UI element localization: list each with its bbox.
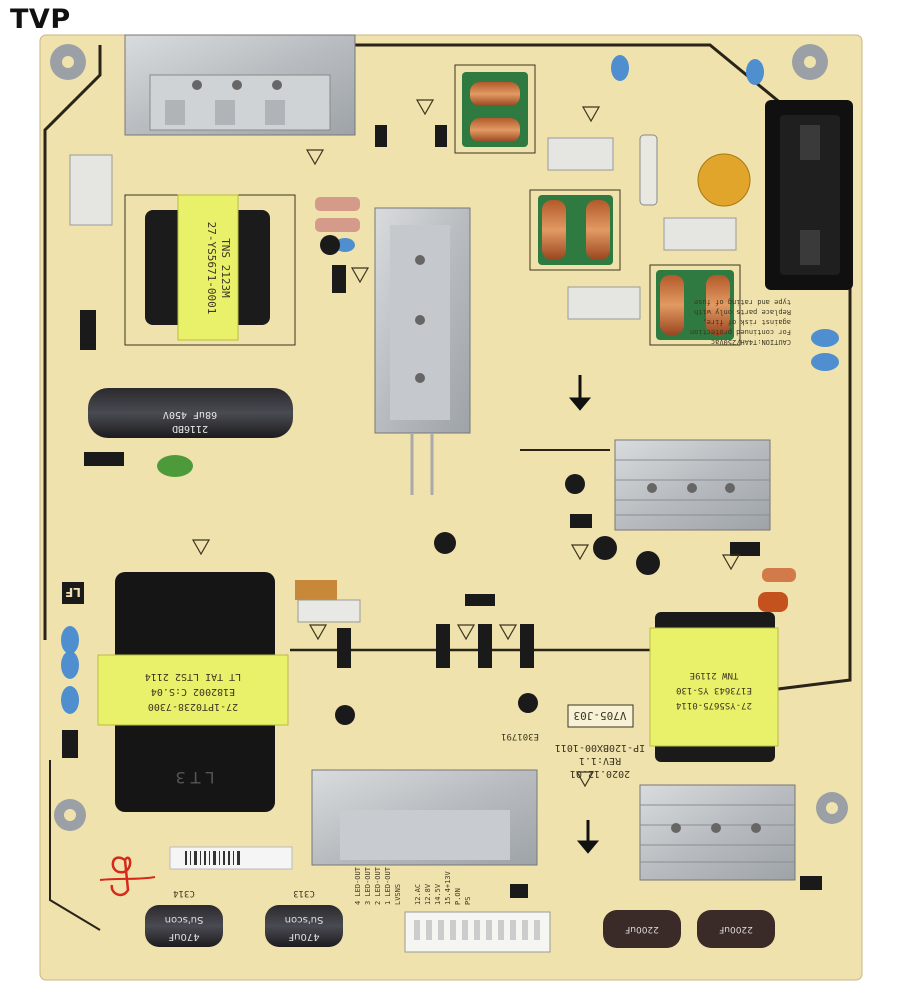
common-mode-choke <box>649 264 741 346</box>
svg-text:Su'scon: Su'scon <box>165 914 204 925</box>
transformer-main: 27-YS5671-0001 TNS 2123M <box>124 194 296 346</box>
output-connector-pins <box>414 920 540 940</box>
svg-text:against risk of fire,: against risk of fire, <box>702 318 791 326</box>
ac-input-connector <box>765 100 853 290</box>
lf-label-box <box>62 582 84 604</box>
y-capacitor <box>61 55 839 714</box>
x-capacitor <box>547 137 614 171</box>
transformer-main-label: 27-YS5671-0001 <box>205 222 218 315</box>
small-components <box>62 125 822 898</box>
svg-text:E173643 YS-130: E173643 YS-130 <box>676 685 752 695</box>
trace <box>43 45 102 640</box>
common-mode-choke <box>529 189 621 271</box>
svg-text:470uF: 470uF <box>288 931 319 942</box>
x-capacitor <box>69 154 113 226</box>
transformer-right: 27-YS5675-0114 E173643 YS-130 TNW 2119E <box>649 612 779 762</box>
svg-text:1 LED-OUT: 1 LED-OUT <box>384 866 392 905</box>
svg-text:TNW 2119E: TNW 2119E <box>690 670 739 680</box>
model-box <box>567 704 634 728</box>
x-capacitor <box>663 217 737 251</box>
svg-text:470uF: 470uF <box>168 931 199 942</box>
heatsink-center <box>374 207 471 495</box>
svg-text:LVSNS: LVSNS <box>394 884 402 905</box>
svg-text:2116BD: 2116BD <box>172 423 208 434</box>
varistor <box>697 153 751 207</box>
heatsink-bottom-center <box>311 769 538 866</box>
capacitor-c314: Su'scon 470uF <box>145 905 223 947</box>
heatsink-right <box>614 439 771 531</box>
warning-symbol <box>191 99 741 788</box>
transformer-lf-mark: L T 3 <box>175 768 214 787</box>
fuse <box>639 134 658 206</box>
svg-text:type and rating of fuse: type and rating of fuse <box>694 298 791 306</box>
model-box-label: V705-J03 <box>574 709 627 722</box>
svg-text:3 LED-OUT: 3 LED-OUT <box>364 866 372 905</box>
board-part-info: 2020.12.01 REV:1.1 IP-120BX00-1011 <box>555 742 645 779</box>
svg-text:LT TAI LTS2 2114: LT TAI LTS2 2114 <box>145 671 241 682</box>
x-capacitor <box>567 286 641 320</box>
svg-text:PS: PS <box>464 897 472 905</box>
svg-text:IP-120BX00-1011: IP-120BX00-1011 <box>555 742 645 753</box>
svg-text:12.AC: 12.AC <box>414 884 422 905</box>
svg-text:2200uF: 2200uF <box>719 924 753 934</box>
svg-text:CAUTION:T4AH/250Vac: CAUTION:T4AH/250Vac <box>711 338 791 346</box>
svg-text:Replace parts only with: Replace parts only with <box>694 308 791 316</box>
svg-text:27-1PT0238-7300: 27-1PT0238-7300 <box>148 701 238 712</box>
svg-text:27-YS5675-0114: 27-YS5675-0114 <box>676 700 752 710</box>
svg-text:4 LED-OUT: 4 LED-OUT <box>354 866 362 905</box>
watermark-logo: TVP <box>10 4 71 35</box>
svg-text:2 LED-OUT: 2 LED-OUT <box>374 866 382 905</box>
capacitor-ref: C314 <box>173 888 195 898</box>
svg-text:For continued protection: For continued protection <box>690 328 791 336</box>
svg-text:12.8V: 12.8V <box>424 883 432 905</box>
svg-text:E182002 C:S.04: E182002 C:S.04 <box>151 686 235 697</box>
svg-text:REV:1.1: REV:1.1 <box>579 755 621 766</box>
mounting-hole <box>50 44 848 831</box>
heatsink-top-left <box>124 34 356 136</box>
handwritten-mark <box>99 856 156 897</box>
svg-text:Su'scon: Su'scon <box>285 914 324 925</box>
svg-text:2200uF: 2200uF <box>625 924 659 934</box>
common-mode-choke <box>454 64 536 154</box>
bulk-capacitor: 68uF 450V 2116BD <box>88 388 293 438</box>
connector-pin-labels: 4 LED-OUT 3 LED-OUT 2 LED-OUT 1 LED-OUT … <box>354 866 472 905</box>
svg-text:P.ON: P.ON <box>454 888 462 905</box>
svg-text:2020.12.01: 2020.12.01 <box>570 768 630 779</box>
direction-arrow <box>568 375 600 854</box>
lf-label: LF <box>65 585 81 599</box>
barcode-sticker <box>169 846 293 870</box>
heatsink-lower-right <box>639 784 796 881</box>
model-code: E301791 <box>501 731 539 741</box>
svg-text:TNS 2123M: TNS 2123M <box>219 238 232 298</box>
transformer-lf: 27-1PT0238-7300 E182002 C:S.04 LT TAI LT… <box>97 572 289 812</box>
svg-text:14.5V: 14.5V <box>434 883 442 905</box>
capacitor-2200uf: 2200uF 2200uF <box>603 910 775 948</box>
barcode <box>185 851 240 865</box>
svg-text:15.4+13V: 15.4+13V <box>444 870 452 905</box>
caution-text: CAUTION:T4AH/250Vac For continued protec… <box>690 298 791 346</box>
capacitor-c313: Su'scon 470uF <box>265 905 343 947</box>
svg-text:68uF 450V: 68uF 450V <box>163 409 217 420</box>
capacitor-ref: C313 <box>293 888 315 898</box>
